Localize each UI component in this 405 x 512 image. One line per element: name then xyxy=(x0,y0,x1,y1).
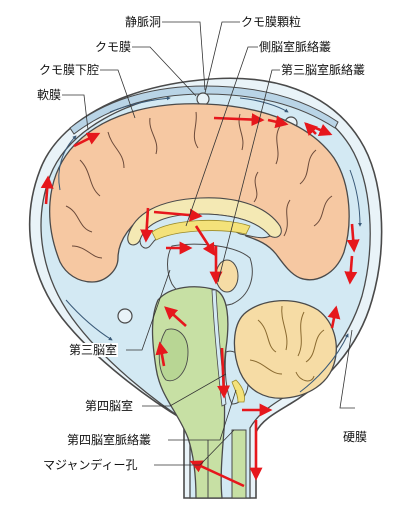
flow-arrow xyxy=(327,305,341,329)
flow-arrow xyxy=(344,255,358,285)
label-third-ventricle: 第三脳室 xyxy=(68,343,119,357)
label-foramen-of-magendie: マジャンディー孔 xyxy=(42,458,139,472)
cerebellum xyxy=(233,300,337,399)
flow-arrow xyxy=(267,115,289,129)
label-arachnoid: クモ膜 xyxy=(94,40,133,54)
spinal-subarachnoid-space xyxy=(231,429,247,499)
label-lateral-ventricle-choroid-plexus: 側脳室脈絡叢 xyxy=(258,40,333,54)
label-fourth-ventricle-choroid-plexus: 第四脳室脈絡叢 xyxy=(66,433,153,447)
flow-arrow xyxy=(155,341,169,367)
fourth-ventricle-choroid-plexus xyxy=(231,379,245,403)
label-dura-mater: 硬膜 xyxy=(342,430,369,444)
label-venous-sinus: 静脈洞 xyxy=(124,15,163,29)
label-fourth-ventricle: 第四脳室 xyxy=(84,399,135,413)
flow-arrow xyxy=(213,113,265,127)
venous-sinus xyxy=(69,85,339,135)
label-pia-mater: 軟膜 xyxy=(36,88,63,102)
lateral-ventricle-choroid-plexus xyxy=(151,219,251,241)
flow-arrow xyxy=(194,225,216,257)
flow-arrow xyxy=(217,347,231,399)
flow-arrow xyxy=(189,460,245,488)
flow-arrow xyxy=(304,122,318,136)
flow-arrow xyxy=(164,306,187,327)
blue-flow-arrows xyxy=(58,96,362,393)
gyri-lines xyxy=(65,111,333,259)
flow-arrow xyxy=(73,132,101,148)
cerebellar-folia xyxy=(249,305,325,382)
label-arachnoid-granulation: クモ膜顆粒 xyxy=(240,15,303,29)
flow-arrow xyxy=(346,223,360,253)
label-third-ventricle-choroid-plexus: 第三脳室脈絡叢 xyxy=(280,63,367,77)
flow-arrow xyxy=(153,208,203,222)
csf-flow-arrows xyxy=(40,113,360,488)
label-subarachnoid-space: クモ膜下腔 xyxy=(38,63,101,77)
arachnoid-granulation xyxy=(117,308,133,324)
flow-arrow xyxy=(140,207,154,243)
leader-lines xyxy=(60,21,355,466)
flow-arrow xyxy=(40,175,54,205)
